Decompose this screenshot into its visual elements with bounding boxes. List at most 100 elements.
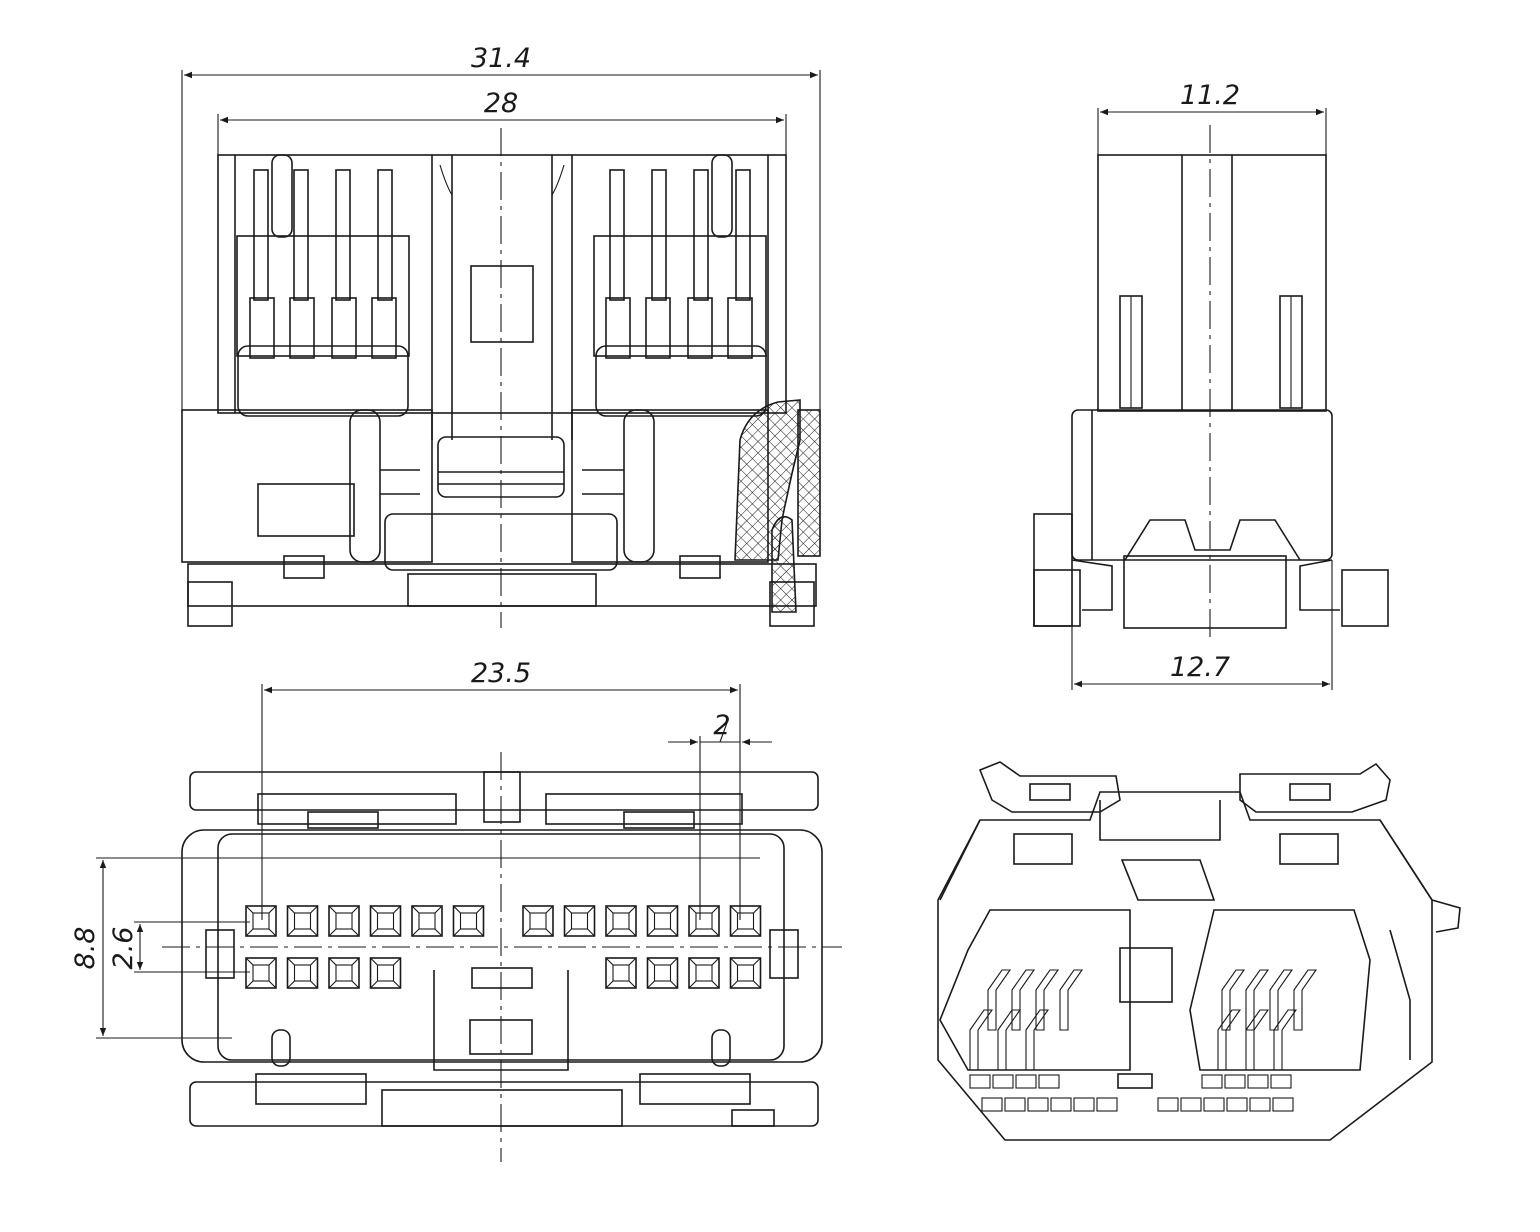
pin-cavity <box>605 905 637 937</box>
iso-left-window <box>1013 833 1073 865</box>
iso-pin-cavity <box>1201 1074 1223 1089</box>
iso-left-pin-module <box>939 909 1131 1071</box>
iso-pin-cavity <box>969 1074 991 1089</box>
iso-pin-finger <box>1059 969 1084 1031</box>
pin-cavity <box>646 905 679 937</box>
side-view: 11.2 12.7 <box>1033 80 1389 690</box>
iso-pin-cavity <box>1249 1097 1271 1112</box>
iso-pin-cavity <box>1015 1074 1037 1089</box>
pin-cavity <box>688 905 720 937</box>
iso-pin-cavity <box>1157 1097 1179 1112</box>
front-view: 31.4 28 <box>181 43 821 628</box>
pin-cavity <box>328 905 360 937</box>
iso-pin-cavity <box>1027 1097 1049 1112</box>
side-upper-housing <box>1097 154 1327 412</box>
pin-cavity <box>729 957 762 989</box>
iso-pin-rows <box>969 1074 1294 1112</box>
dimension-label-2-6: 2.6 <box>108 927 139 970</box>
pin-cavity <box>605 957 637 989</box>
isometric-view <box>937 761 1461 1141</box>
iso-pin-cavity <box>1038 1074 1060 1089</box>
pin-cavity <box>245 905 277 937</box>
iso-top-left-latch <box>978 761 1121 813</box>
pin-cavity <box>411 905 443 937</box>
pin-row-bottom-left <box>245 957 402 989</box>
side-body <box>1071 409 1333 561</box>
iso-pin-finger <box>969 1009 994 1071</box>
bottom-right-peg <box>769 929 799 979</box>
pin-cavity <box>286 905 319 937</box>
dimension-label-28: 28 <box>484 88 518 119</box>
pin-cavity <box>245 957 277 989</box>
dimension-label-11-2: 11.2 <box>1180 80 1240 111</box>
iso-pin-finger <box>1035 969 1060 1031</box>
dimension-side-top: 11.2 <box>1097 80 1327 160</box>
pin-row-top-left <box>245 905 485 937</box>
iso-pin-cavity <box>1073 1097 1095 1112</box>
dimension-row-spacing: 2.6 <box>108 921 250 973</box>
iso-pin-cavity <box>1226 1097 1248 1112</box>
iso-pin-cavity <box>1247 1074 1269 1089</box>
dimension-label-12-7: 12.7 <box>1170 652 1230 683</box>
bottom-left-peg <box>205 929 235 979</box>
pin-cavity <box>729 905 762 937</box>
iso-pin-fingers <box>969 969 1318 1071</box>
pin-row-top-right <box>522 905 762 937</box>
iso-pin-finger <box>1269 969 1294 1031</box>
iso-pin-cavity <box>1050 1097 1072 1112</box>
iso-pin-finger <box>1025 1009 1050 1071</box>
front-left-pin-cluster <box>236 154 410 417</box>
iso-pin-cavity <box>1004 1097 1026 1112</box>
dimension-pin-span: 23.5 <box>261 658 741 920</box>
dimension-front-overall: 31.4 <box>181 43 821 412</box>
side-base <box>1123 555 1287 629</box>
iso-pin-finger <box>1273 1009 1298 1071</box>
dimension-pitch: 2 <box>668 710 772 920</box>
front-upper-housing <box>217 154 787 414</box>
iso-pin-cavity <box>1270 1074 1292 1089</box>
iso-pin-cavity <box>992 1074 1014 1089</box>
pin-cavity <box>522 905 554 937</box>
pin-cavity <box>646 957 679 989</box>
front-center-window <box>470 265 534 343</box>
iso-right-pin-module <box>1189 909 1371 1071</box>
iso-pin-finger <box>1011 969 1036 1031</box>
pin-cavity <box>369 905 402 937</box>
iso-pin-finger <box>997 1009 1022 1071</box>
iso-pin-cavity <box>1224 1074 1246 1089</box>
iso-pin-finger <box>1217 1009 1242 1071</box>
iso-pin-cavity <box>1096 1097 1118 1112</box>
dimension-front-inner: 28 <box>217 88 787 160</box>
iso-right-window <box>1279 833 1339 865</box>
iso-pin-finger <box>1221 969 1246 1031</box>
front-right-pin-cluster <box>593 154 767 417</box>
iso-pin-cavity <box>1180 1097 1202 1112</box>
iso-pin-cavity <box>1272 1097 1294 1112</box>
pin-cavity <box>286 957 319 989</box>
iso-pin-finger <box>1293 969 1318 1031</box>
pin-cavity <box>328 957 360 989</box>
iso-pin-finger <box>1245 1009 1270 1071</box>
pin-cavity <box>563 905 596 937</box>
iso-pin-cavity <box>981 1097 1003 1112</box>
iso-pin-finger <box>1245 969 1270 1031</box>
iso-top-right-latch <box>1239 762 1391 813</box>
iso-pin-cavity <box>1203 1097 1225 1112</box>
dimension-label-31-4: 31.4 <box>471 43 531 74</box>
pin-cavity <box>369 957 402 989</box>
iso-pin-finger <box>987 969 1012 1031</box>
dimension-label-8-8: 8.8 <box>70 927 101 970</box>
bottom-view: 23.5 2 8.8 2.6 <box>70 658 842 1162</box>
dimension-label-23-5: 23.5 <box>471 658 531 689</box>
bottom-top-band <box>189 771 819 811</box>
bottom-main-body <box>181 829 823 1063</box>
pin-cavity <box>452 905 485 937</box>
iso-center-block <box>1119 947 1173 1003</box>
front-left-block <box>181 409 433 563</box>
dimension-height: 8.8 <box>70 857 760 1039</box>
dimension-label-2: 2 <box>713 710 730 741</box>
dimension-side-bottom: 12.7 <box>1071 560 1333 690</box>
pin-row-bottom-right <box>605 957 762 989</box>
pin-cavity <box>688 957 720 989</box>
